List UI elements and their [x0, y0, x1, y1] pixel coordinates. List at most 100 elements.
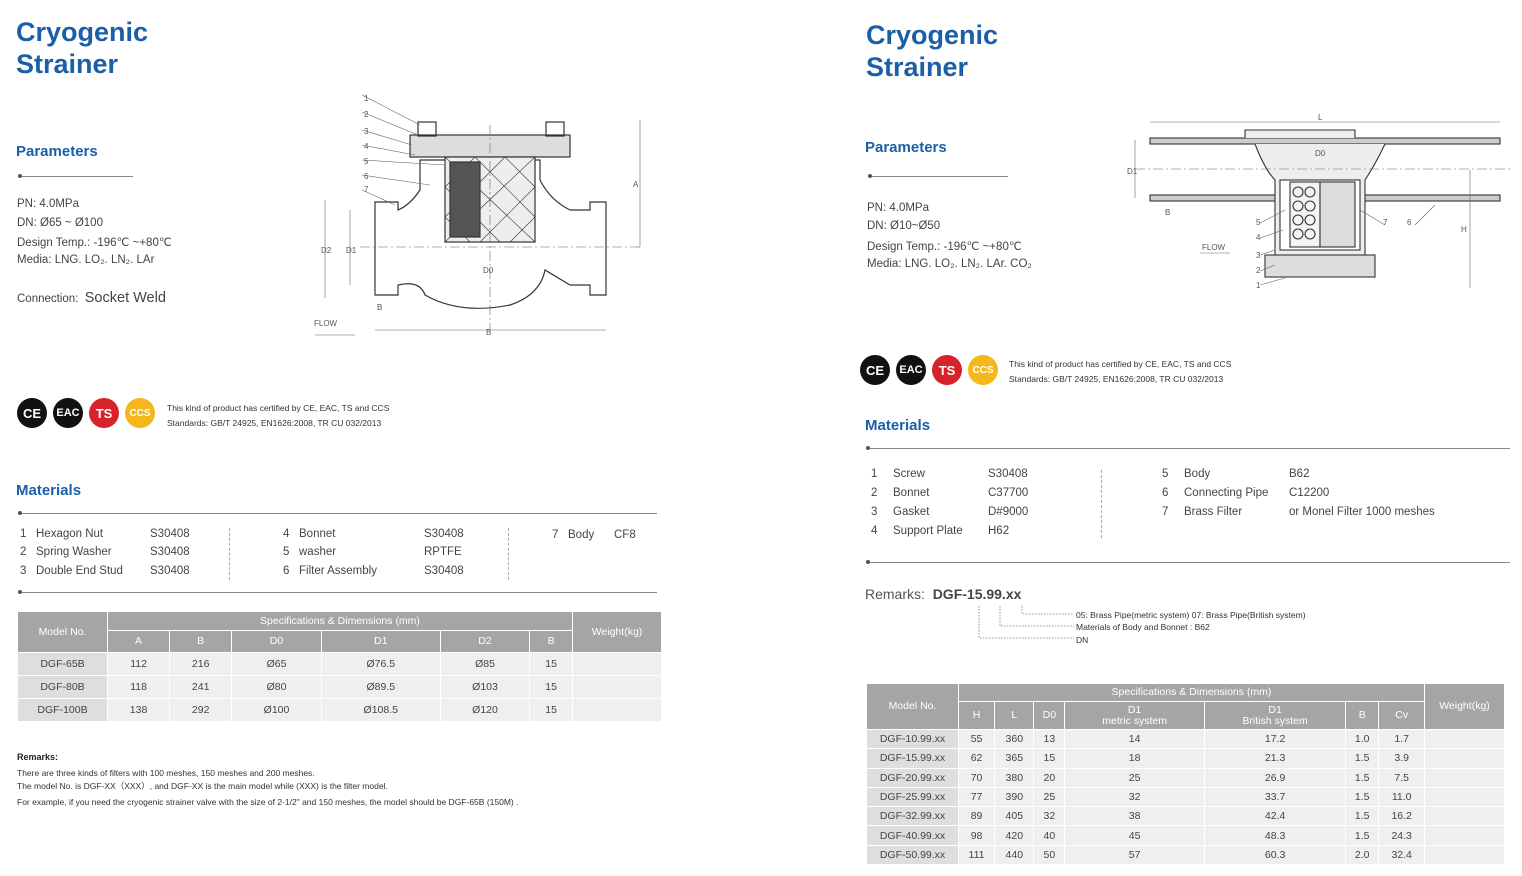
- weight-header: Weight(kg): [1424, 683, 1505, 730]
- material-value: RPTFE: [424, 546, 462, 558]
- column-header: B: [169, 630, 233, 653]
- weight-cell: [1424, 825, 1505, 846]
- strainer-drawing-right: L D0 D1 B H 1 2 3 4 5 6 7 FLOW: [1127, 113, 1510, 290]
- model-cell: DGF-80B: [17, 675, 108, 699]
- table-cell: 21.3: [1204, 748, 1347, 769]
- material-value: S30408: [424, 565, 464, 577]
- model-cell: DGF-50.99.xx: [866, 844, 959, 866]
- ce-logo: CE: [860, 355, 890, 385]
- table-cell: 14: [1064, 728, 1206, 750]
- table-cell: 15: [529, 698, 573, 722]
- table-cell: 55: [957, 728, 996, 750]
- strainer-drawing-left: 1 2 3 4 5 6 7 A B D0 D1 D2 B FLOW: [314, 94, 641, 337]
- divider: [18, 590, 657, 594]
- model-cell: DGF-32.99.xx: [866, 806, 959, 827]
- table-cell: 20: [1033, 767, 1066, 788]
- model-cell: DGF-25.99.xx: [866, 786, 959, 808]
- material-name: Filter Assembly: [299, 565, 377, 577]
- dim-d0: D0: [483, 266, 494, 275]
- eac-logo: EAC: [53, 398, 83, 428]
- table-cell: 390: [994, 786, 1035, 808]
- column-header: B: [529, 630, 573, 653]
- material-number: 6: [283, 565, 290, 577]
- material-number: 4: [283, 528, 290, 540]
- parameters-heading: Parameters: [16, 143, 98, 160]
- remark-note-dn: DN: [1076, 635, 1089, 645]
- callout-1: 1: [1256, 281, 1261, 290]
- material-item: 1 Hexagon Nut S30408: [20, 528, 190, 540]
- material-name: washer: [299, 546, 337, 558]
- table-cell: 32: [1064, 786, 1206, 808]
- column-header-label: B: [1358, 709, 1366, 721]
- param-media: Media: LNG. LO₂. LN₂. LAr. CO₂: [867, 258, 1032, 270]
- table-cell: 48.3: [1204, 825, 1347, 846]
- param-pn: PN: 4.0MPa: [17, 198, 79, 210]
- material-value: S30408: [150, 565, 190, 577]
- table-cell: 13: [1033, 728, 1066, 750]
- callout-7: 7: [1383, 218, 1388, 227]
- table-cell: 25: [1064, 767, 1206, 788]
- table-cell: 112: [106, 652, 171, 676]
- parameters-heading: Parameters: [865, 139, 947, 156]
- title-line: Strainer: [16, 49, 119, 79]
- material-item: 5 washer RPTFE: [283, 546, 462, 558]
- table-cell: 38: [1064, 806, 1206, 827]
- table-cell: 24.3: [1378, 825, 1425, 846]
- material-name: Support Plate: [893, 525, 963, 537]
- material-value: CF8: [614, 529, 636, 541]
- table-cell: 11.0: [1378, 786, 1425, 808]
- table-cell: Ø120: [439, 698, 531, 722]
- table-cell: 1.5: [1345, 748, 1380, 769]
- table-cell: 365: [994, 748, 1035, 769]
- material-value: S30408: [150, 528, 190, 540]
- remark-note-material: Materials of Body and Bonnet : B62: [1076, 622, 1210, 632]
- param-temp: Design Temp.: -196℃ ~+80℃: [867, 241, 1022, 253]
- material-value: S30408: [150, 546, 190, 558]
- table-cell: Ø108.5: [320, 698, 441, 722]
- column-header: L: [994, 701, 1035, 730]
- model-cell: DGF-10.99.xx: [866, 728, 959, 750]
- table-cell: 15: [529, 652, 573, 676]
- column-header: D2: [439, 630, 531, 653]
- column-header-label: D1: [1268, 703, 1282, 716]
- standards-text: Standards: GB/T 24925, EN1626:2008, TR C…: [167, 418, 382, 428]
- model-header: Model No.: [866, 683, 959, 730]
- title-line: Strainer: [866, 52, 969, 82]
- table-cell: Ø100: [231, 698, 322, 722]
- param-media: Media: LNG. LO₂. LN₂. LAr: [17, 254, 155, 266]
- table-cell: 32.4: [1378, 844, 1425, 866]
- column-header: D0: [231, 630, 322, 653]
- table-cell: 1.0: [1345, 728, 1380, 750]
- table-cell: 15: [1033, 748, 1066, 769]
- column-header-label: H: [972, 709, 981, 721]
- table-cell: 1.5: [1345, 825, 1380, 846]
- column-header: D1: [320, 630, 441, 653]
- material-name: Hexagon Nut: [36, 528, 104, 540]
- model-cell: DGF-20.99.xx: [866, 767, 959, 788]
- material-name: Spring Washer: [36, 546, 112, 558]
- material-number: 1: [20, 528, 27, 540]
- material-name: Body: [568, 529, 595, 541]
- table-cell: 15: [529, 675, 573, 699]
- callout-6: 6: [1407, 218, 1412, 227]
- model-cell: DGF-40.99.xx: [866, 825, 959, 846]
- dim-a: A: [633, 180, 639, 189]
- flow-label: FLOW: [1202, 243, 1226, 252]
- table-cell: Ø103: [439, 675, 531, 699]
- dim-d2: D2: [321, 246, 332, 255]
- table-cell: 118: [106, 675, 171, 699]
- table-cell: Ø76.5: [320, 652, 441, 676]
- dim-d1: D1: [346, 246, 357, 255]
- material-value: D#9000: [988, 506, 1029, 518]
- remarks-model-code: DGF-15.99.xx: [932, 586, 1022, 602]
- material-number: 5: [283, 546, 290, 558]
- model-cell: DGF-100B: [17, 698, 108, 722]
